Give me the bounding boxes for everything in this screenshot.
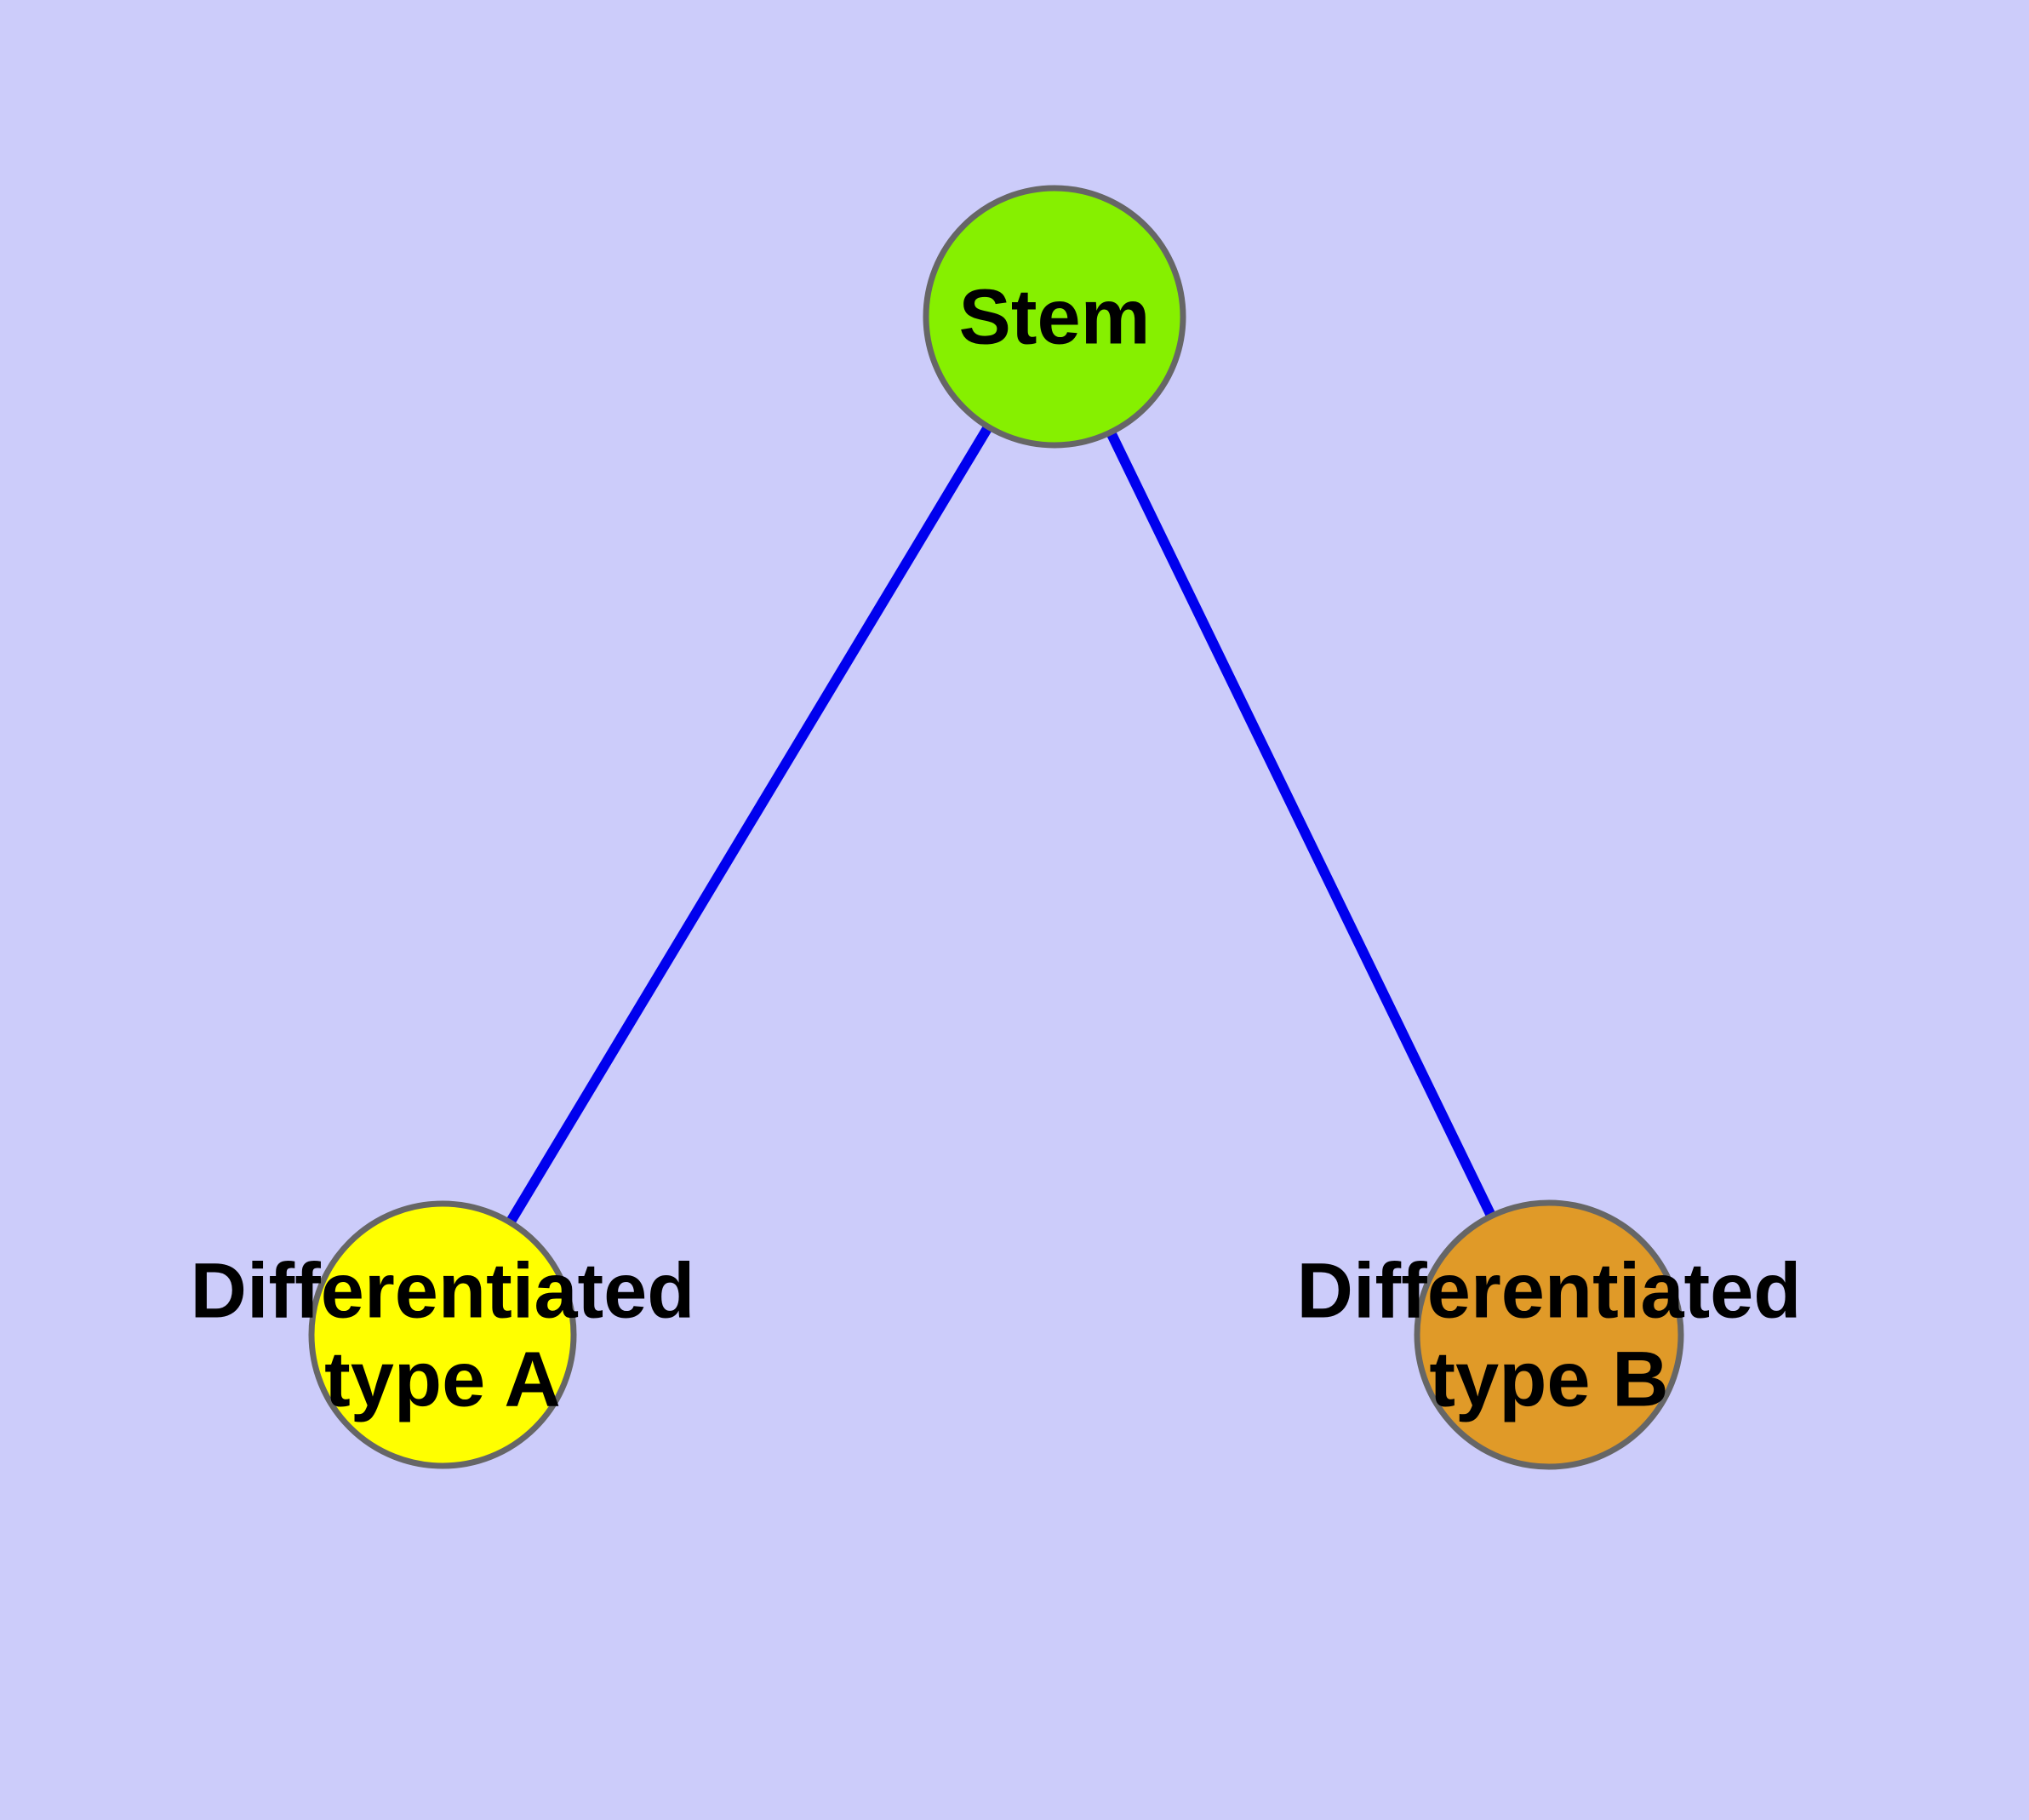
graph-edge-stem-to-b [1049, 314, 1554, 1337]
graph-edge-stem-to-a [437, 313, 1060, 1338]
node-circle-diff_b[interactable] [1414, 1199, 1684, 1470]
node-label-diff_a-line-0: Differentiated [191, 1247, 695, 1334]
node-label-stem-line-0: Stem [959, 273, 1151, 360]
node-label-diff_b-line-1: type B [1429, 1336, 1668, 1422]
node-label-diff_b-line-0: Differentiated [1297, 1247, 1802, 1334]
graph-node-stem[interactable]: Stem [923, 185, 1186, 449]
edge-layer [437, 313, 1554, 1338]
node-circle-diff_a[interactable] [308, 1200, 577, 1469]
node-circle-stem[interactable] [923, 185, 1186, 449]
node-label-diff_a-line-1: type A [324, 1336, 561, 1422]
